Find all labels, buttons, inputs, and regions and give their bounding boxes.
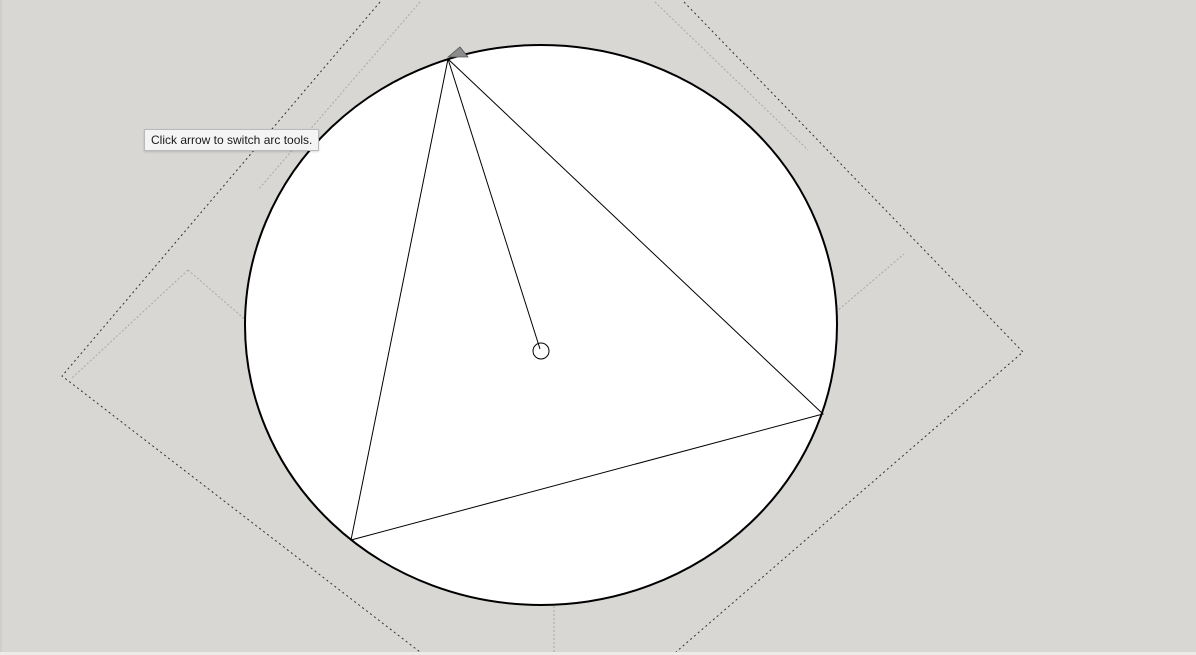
guide-inner-left-tail: [71, 269, 189, 379]
guide-outline-left: [61, 1, 421, 653]
guide-inner-upper-right: [654, 1, 809, 151]
guide-inner-right-joint: [835, 253, 905, 313]
center-point-marker[interactable]: [532, 342, 550, 360]
circle-face[interactable]: [244, 44, 838, 606]
center-radius-line[interactable]: [447, 58, 541, 350]
arc-tools-tooltip: Click arrow to switch arc tools.: [144, 129, 320, 151]
inscribed-triangle[interactable]: [350, 58, 824, 541]
arc-tool-arrow-icon[interactable]: [446, 46, 469, 58]
guide-inner-left-joint: [187, 269, 249, 323]
viewport-bottom-border: [0, 652, 1196, 655]
viewport-left-border: [0, 0, 2, 655]
guide-inner-upper-left: [257, 1, 421, 191]
